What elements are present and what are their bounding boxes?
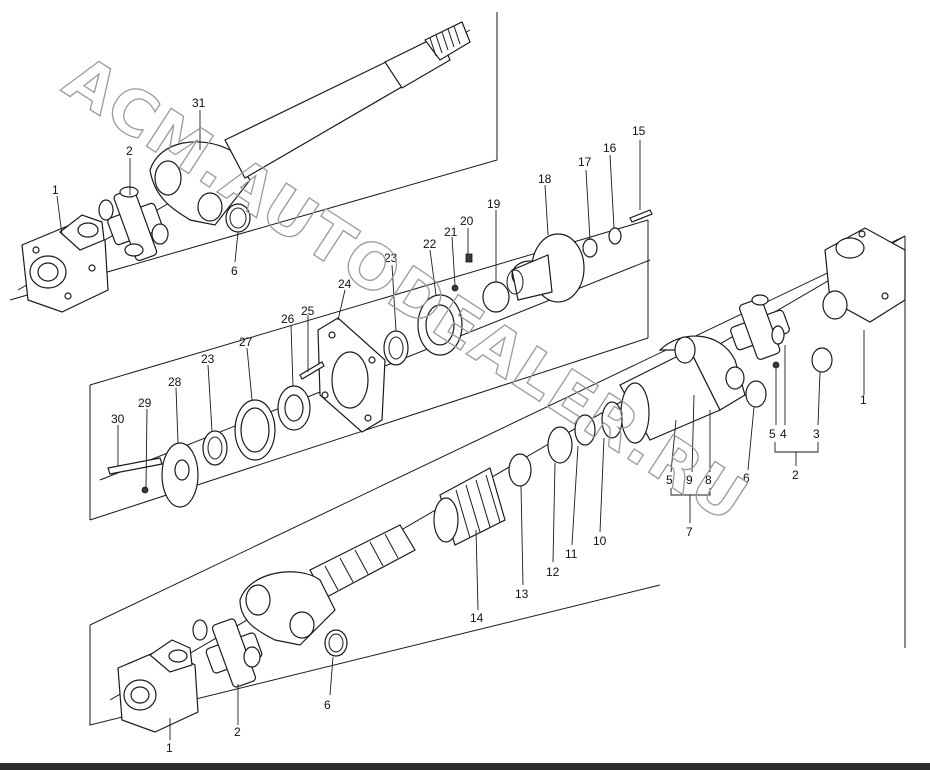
ring-12: [547, 426, 573, 464]
cross-spider-top: [98, 186, 169, 262]
bearing-cap-3: [811, 347, 833, 373]
bearing-cap-18: [506, 233, 585, 303]
callout-17: 17: [578, 155, 592, 169]
bottom-border: [0, 763, 930, 770]
ring-13: [508, 453, 532, 487]
callout-23-upper: 23: [384, 251, 398, 265]
callout-5-middle: 5: [666, 473, 673, 487]
callout-6-middle: 6: [743, 471, 750, 485]
callout-2-top: 2: [126, 144, 133, 158]
seal-26: [277, 385, 311, 431]
washer-29: [141, 486, 149, 494]
flange-yoke-top: [21, 214, 109, 313]
callout-26: 26: [281, 312, 295, 326]
callout-21: 21: [444, 225, 458, 239]
callout-10: 10: [593, 534, 607, 548]
callout-15: 15: [632, 124, 646, 138]
washer-16: [608, 227, 622, 245]
bearing-22: [417, 294, 463, 356]
callout-19: 19: [487, 197, 501, 211]
seal-23-upper: [383, 330, 409, 366]
callout-11: 11: [565, 547, 578, 561]
callout-4: 4: [780, 427, 787, 441]
flange-plate-24: [317, 317, 386, 433]
callout-5-right: 5: [769, 427, 776, 441]
callout-20: 20: [460, 214, 474, 228]
ring-11: [574, 414, 596, 446]
callout-30: 30: [111, 412, 125, 426]
callout-labels: 1 2 31 6 15 16 17 18 19 20 21 22 23 24 2…: [52, 96, 867, 755]
pin-25: [299, 361, 325, 380]
callout-18: 18: [538, 172, 552, 186]
bolt-30: [107, 457, 163, 475]
yoke-shaft-top: [149, 21, 471, 226]
callout-6-top: 6: [231, 264, 238, 278]
callout-3: 3: [813, 427, 820, 441]
callout-28: 28: [168, 375, 182, 389]
snap-ring-bottom: [324, 629, 348, 657]
yoke-bottom: [239, 571, 336, 646]
cross-spider-right: [730, 294, 790, 360]
cross-spider-bottom: [192, 618, 263, 688]
callout-29: 29: [138, 396, 152, 410]
callout-1-top: 1: [52, 183, 59, 197]
bolt-15: [629, 209, 653, 223]
callout-12: 12: [546, 565, 560, 579]
snap-ring-middle: [745, 380, 767, 408]
washer-17: [582, 238, 598, 258]
callout-1-bottom: 1: [166, 741, 173, 755]
callout-8: 8: [705, 473, 712, 487]
boot-27: [234, 399, 276, 461]
callout-27: 27: [239, 335, 253, 349]
spline-shaft-bottom: [309, 524, 416, 599]
seal-23-lower: [202, 430, 228, 466]
callout-2-bottom: 2: [234, 725, 241, 739]
callout-23-lower: 23: [201, 352, 215, 366]
boot-14: [433, 467, 506, 546]
ring-10: [601, 401, 623, 439]
callout-1-right: 1: [860, 393, 867, 407]
nipple-5: [772, 361, 780, 369]
cover-28: [161, 442, 199, 508]
flange-yoke-right: [822, 227, 906, 323]
nipple-20: [465, 253, 473, 263]
callout-24: 24: [338, 277, 352, 291]
callout-14: 14: [470, 611, 484, 625]
callout-22: 22: [423, 237, 437, 251]
callout-13: 13: [515, 587, 529, 601]
callout-31: 31: [192, 96, 206, 110]
flange-yoke-bottom: [117, 639, 199, 733]
slip-yoke-tube: [619, 335, 746, 444]
callout-7: 7: [686, 525, 693, 539]
callout-2-right: 2: [792, 468, 799, 482]
callout-9: 9: [686, 473, 693, 487]
callout-16: 16: [603, 141, 617, 155]
callout-25: 25: [301, 304, 315, 318]
callout-6-bottom: 6: [324, 698, 331, 712]
leader-lines: [56, 110, 865, 740]
